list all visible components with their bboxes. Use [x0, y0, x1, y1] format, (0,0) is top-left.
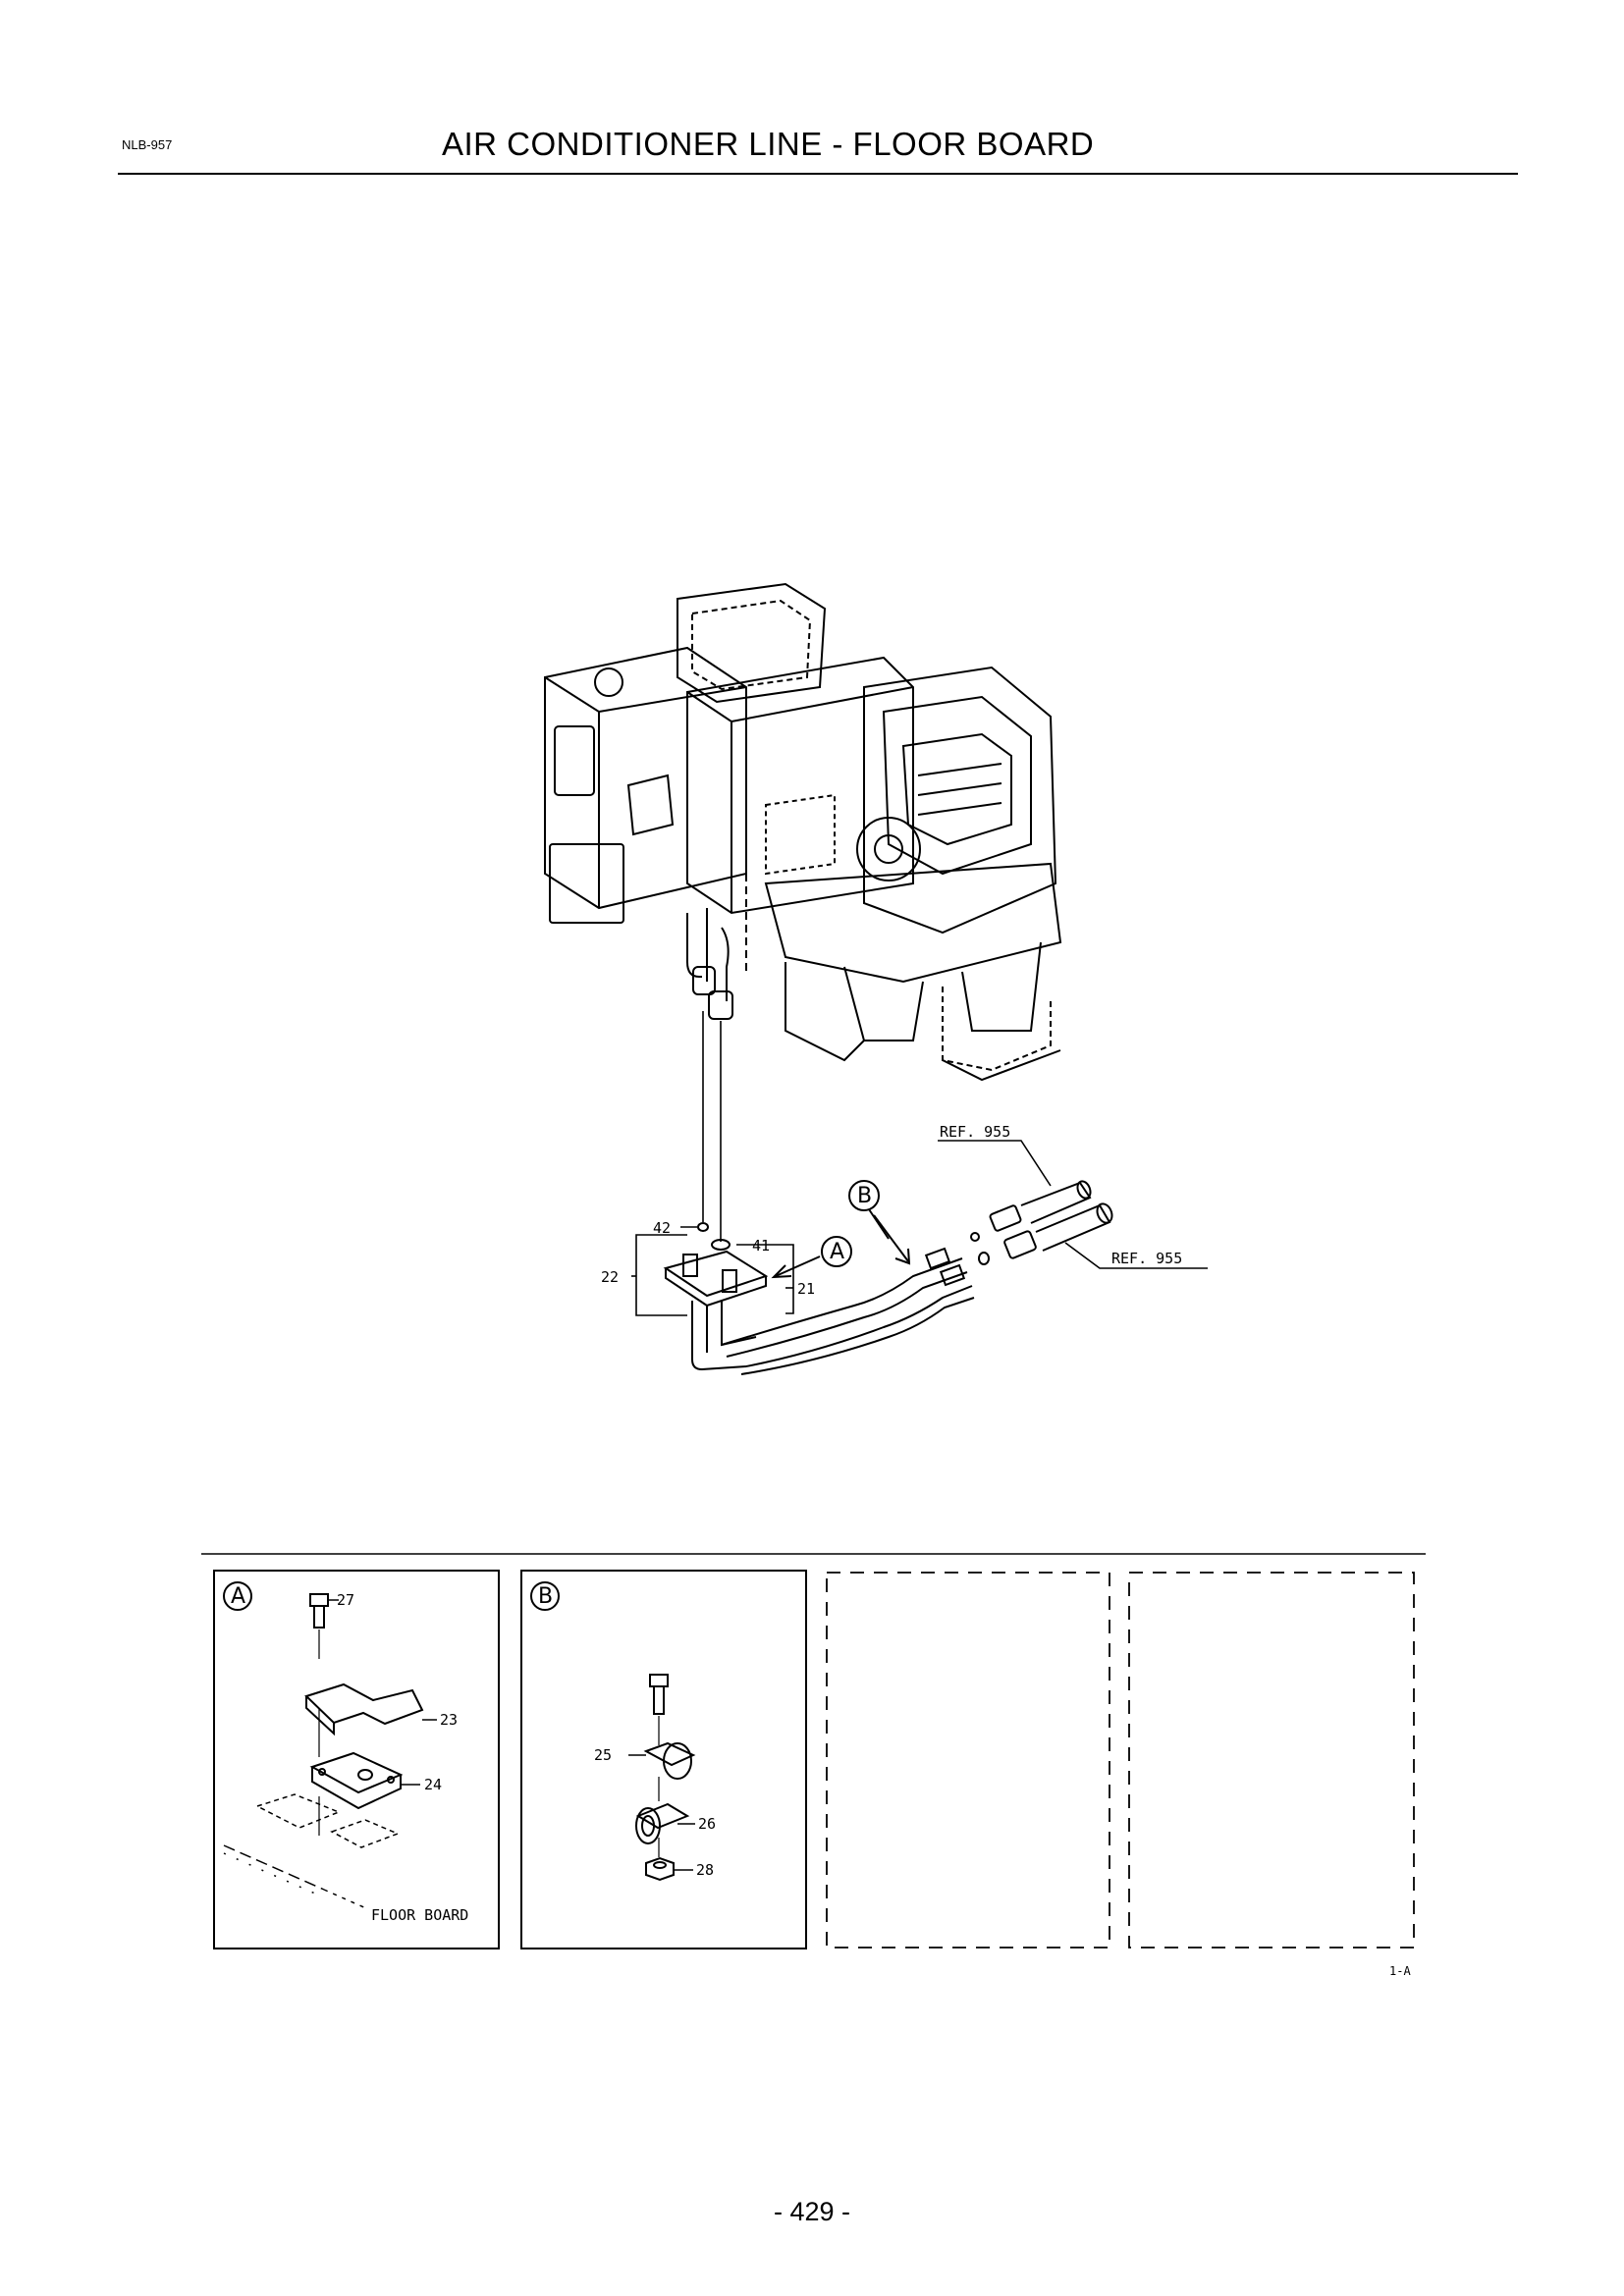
- ref-955-bottom: REF. 955: [1111, 1250, 1182, 1267]
- svg-text:B: B: [538, 1584, 553, 1609]
- svg-text:A: A: [231, 1584, 245, 1609]
- svg-text:B: B: [857, 1184, 872, 1208]
- callout-28: 28: [696, 1861, 714, 1879]
- corner-note: 1-A: [1389, 1964, 1411, 1978]
- detail-a-drawing: [223, 1593, 437, 1910]
- detail-panel-a: [213, 1570, 500, 1949]
- callout-24: 24: [424, 1776, 442, 1793]
- page-number: - 429 -: [773, 2197, 851, 2226]
- view-marker-b-main: B: [848, 1180, 880, 1211]
- ref-955-top: REF. 955: [940, 1123, 1010, 1141]
- catalog-code: NLB-957: [122, 137, 173, 152]
- callout-27: 27: [337, 1591, 354, 1609]
- callout-25: 25: [594, 1746, 612, 1764]
- detail-panel-b: [520, 1570, 807, 1949]
- svg-text:A: A: [830, 1240, 844, 1264]
- callout-42: 42: [653, 1219, 671, 1237]
- detail-panel-empty-1: [826, 1572, 1110, 1949]
- page-title: AIR CONDITIONER LINE - FLOOR BOARD: [442, 126, 1095, 162]
- view-marker-a-detail: A: [223, 1581, 252, 1611]
- detail-panel-empty-2: [1128, 1572, 1415, 1949]
- view-marker-b-detail: B: [530, 1581, 560, 1611]
- callout-21: 21: [797, 1280, 815, 1298]
- view-marker-a-main: A: [821, 1236, 852, 1267]
- floor-board-label: FLOOR BOARD: [371, 1906, 468, 1924]
- callout-23: 23: [440, 1711, 458, 1729]
- detail-b-drawing: [628, 1674, 696, 1882]
- header-rule: [118, 173, 1518, 175]
- hvac-unit-drawing: [544, 582, 1062, 1242]
- callout-41: 41: [752, 1237, 770, 1255]
- callout-22: 22: [601, 1268, 619, 1286]
- callout-26: 26: [698, 1815, 716, 1833]
- plate-and-hose-assembly: [631, 1140, 1208, 1375]
